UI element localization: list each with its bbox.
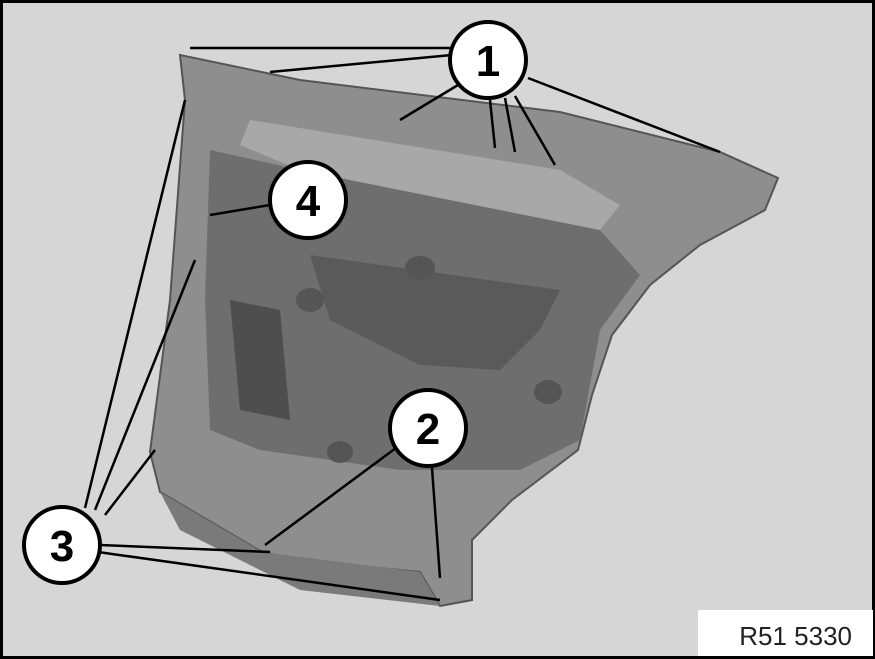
svg-text:R51 5330: R51 5330 bbox=[739, 621, 852, 651]
svg-text:4: 4 bbox=[296, 177, 321, 226]
svg-text:1: 1 bbox=[476, 37, 500, 86]
reference-label: R51 5330 bbox=[698, 610, 873, 656]
callout-4: 4 bbox=[268, 160, 348, 240]
svg-text:2: 2 bbox=[416, 405, 440, 454]
leader-lines bbox=[83, 46, 721, 602]
callout-2: 2 bbox=[388, 388, 468, 468]
callout-1: 1 bbox=[448, 20, 528, 100]
svg-text:3: 3 bbox=[50, 522, 74, 571]
callout-3: 3 bbox=[22, 505, 102, 585]
